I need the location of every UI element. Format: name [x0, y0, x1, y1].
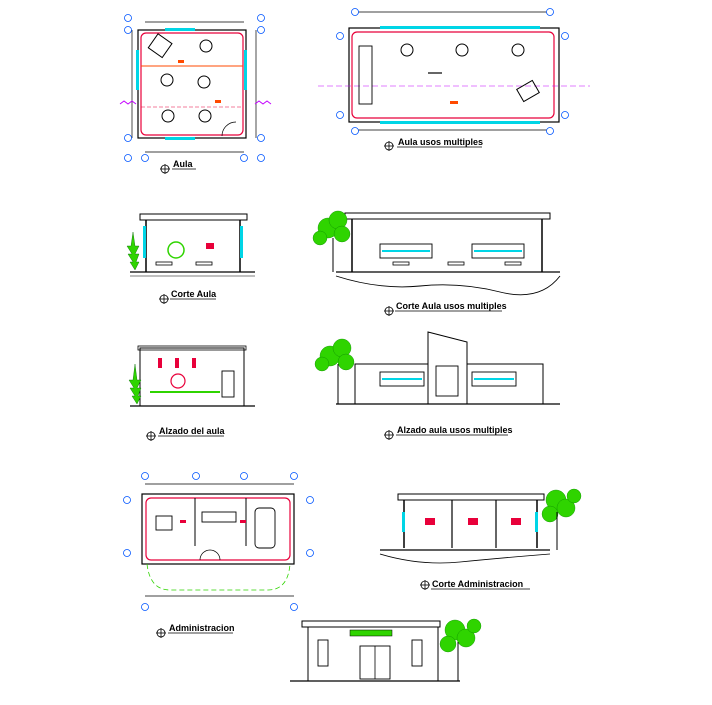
- corte-aula-title: Corte Aula: [171, 289, 217, 299]
- corte-admin-section: Corte Administracion: [379, 488, 582, 590]
- aula-usos-plan: Aula usos multiples: [318, 8, 590, 151]
- admin-title: Administracion: [169, 623, 235, 633]
- corte-usos-section: Corte Aula usos multiples: [312, 210, 561, 316]
- alzado-aula-elevation: Alzado del aula: [128, 345, 255, 441]
- aula-plan: Aula: [119, 14, 272, 174]
- aula-usos-title: Aula usos multiples: [398, 137, 483, 147]
- admin-plan: Administracion: [123, 472, 314, 638]
- alzado-usos-title: Alzado aula usos multiples: [397, 425, 513, 435]
- corte-aula-section: Corte Aula: [126, 213, 255, 304]
- alzado-aula-title: Alzado del aula: [159, 426, 226, 436]
- admin-elevation: [290, 618, 482, 682]
- alzado-usos-elevation: Alzado aula usos multiples: [314, 331, 560, 440]
- corte-admin-title: Corte Administracion: [432, 579, 523, 589]
- aula-title: Aula: [173, 159, 193, 169]
- corte-usos-title: Corte Aula usos multiples: [396, 301, 507, 311]
